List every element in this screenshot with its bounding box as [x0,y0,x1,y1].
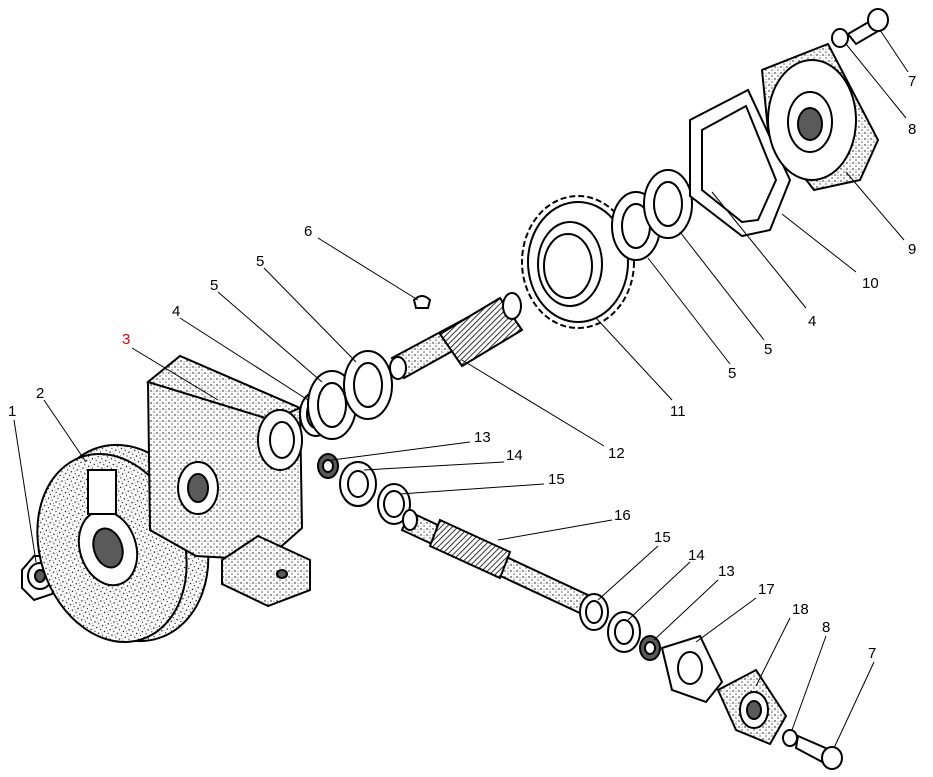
leader-10 [781,213,857,273]
leader-5c [679,231,765,341]
part-bolt-7-bottom [782,729,843,770]
part-washers-5-left [307,350,393,440]
leader-6 [317,237,419,301]
leader-7a [879,29,909,73]
leader-5d [647,257,731,365]
callout-12: 12 [608,445,625,462]
leader-15b [597,545,659,601]
part-housing-3 [145,354,311,608]
part-cap-18 [716,668,788,746]
part-shaft-12 [389,292,524,380]
callout-11: 11 [670,403,686,420]
callout-15-left: 15 [548,471,565,488]
callout-7-top: 7 [908,73,916,90]
leader-15a [399,483,545,495]
callout-17: 17 [758,581,775,598]
part-bearing-set-left [317,453,411,525]
callout-5-b: 5 [256,253,264,270]
callout-3: 3 [122,331,130,348]
leader-2 [43,399,87,463]
leader-13a [331,441,471,461]
leader-13b [653,579,719,641]
callout-labels: 1 2 3 4 5 5 6 7 8 9 10 4 5 5 11 12 13 14… [8,73,916,662]
leader-3 [131,347,219,401]
leader-1 [13,419,37,563]
callout-2: 2 [36,385,44,402]
leader-5b [263,267,357,363]
callout-6: 6 [304,223,312,240]
leader-18 [755,617,791,687]
callout-18: 18 [792,601,809,618]
part-gasket-17 [660,634,724,704]
part-key-6 [412,295,432,309]
leader-8b [791,635,827,731]
leader-4a [179,317,309,401]
callout-13-left: 13 [474,429,491,446]
leader-4b [711,191,807,309]
callout-1: 1 [8,403,16,420]
callout-13-right: 13 [718,563,735,580]
leader-14a [363,461,505,471]
part-gear-11 [521,195,635,329]
leader-9 [845,171,905,241]
leader-12 [461,359,605,447]
callout-16: 16 [614,507,631,524]
callout-4-right: 4 [808,313,816,330]
part-washers-5-right [611,169,693,261]
callout-8-top: 8 [908,121,916,138]
callout-15-right: 15 [654,529,671,546]
callout-14-right: 14 [688,547,705,564]
callout-5-c: 5 [764,341,772,358]
callout-4-left: 4 [172,303,180,320]
leader-11 [595,317,673,401]
callout-14-left: 14 [506,447,523,464]
callout-8-bottom: 8 [822,619,830,636]
leader-lines [13,29,909,749]
callout-7-bottom: 7 [868,645,876,662]
leader-17 [695,597,757,643]
part-cover-9 [760,42,880,192]
callout-9: 9 [908,241,916,258]
part-bearing-set-right [579,593,661,661]
leader-14b [627,561,691,621]
leader-8a [845,43,907,119]
leader-7b [833,661,875,749]
callout-5-a: 5 [210,277,218,294]
part-shaft-16 [400,509,592,616]
part-gasket-10 [689,88,792,238]
callout-10: 10 [862,275,879,292]
leader-16 [497,519,613,541]
leader-5a [217,291,323,383]
part-bolt-7-top [831,8,889,48]
callout-5-d: 5 [728,365,736,382]
